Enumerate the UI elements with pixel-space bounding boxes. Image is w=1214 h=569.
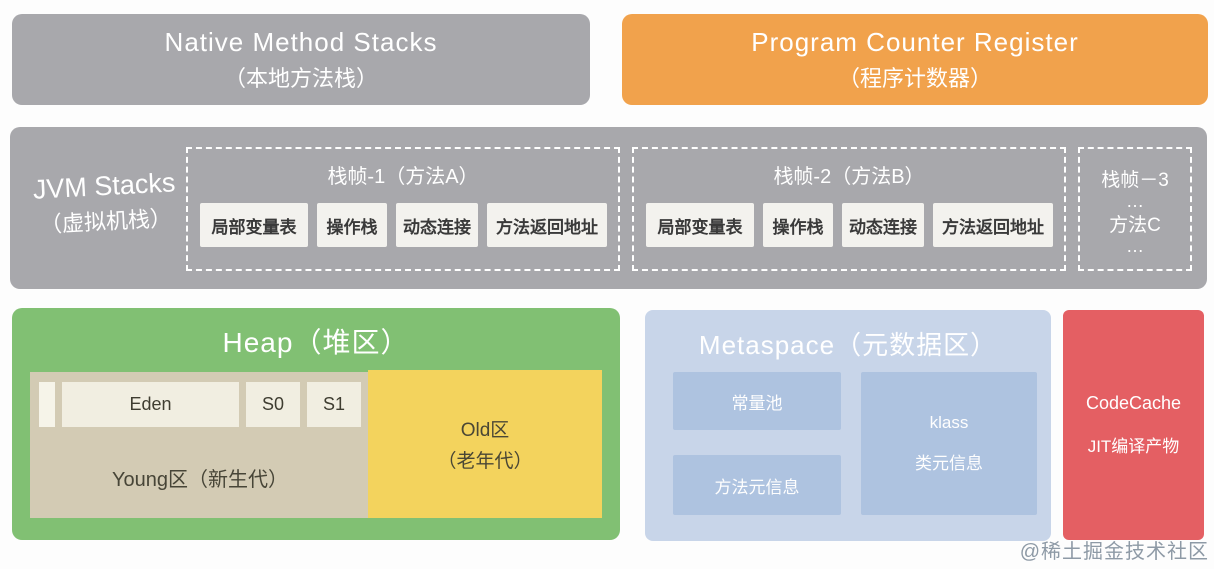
- eden-cell: Eden: [62, 382, 239, 427]
- stack-frame-1-title: 栈帧-1（方法A）: [327, 166, 479, 188]
- ellipsis: …: [1126, 191, 1144, 211]
- stack-frame-3: 栈帧－3 … 方法C …: [1078, 147, 1192, 271]
- slot-method-return-address: 方法返回地址: [933, 203, 1053, 247]
- slot-dynamic-linking: 动态连接: [842, 203, 924, 247]
- metaspace-box: Metaspace（元数据区） 常量池 方法元信息 klass 类元信息: [645, 310, 1051, 541]
- young-gen-box: Eden S0 S1 Young区（新生代）: [30, 372, 370, 518]
- stack-frame-1-slots: 局部变量表 操作栈 动态连接 方法返回地址: [200, 203, 607, 247]
- slot-operand-stack: 操作栈: [763, 203, 833, 247]
- slot-dynamic-linking: 动态连接: [396, 203, 478, 247]
- native-method-stacks-title: Native Method Stacks: [164, 26, 438, 57]
- s0-cell: S0: [246, 382, 300, 427]
- ellipsis: …: [1126, 236, 1144, 256]
- method-meta-box: 方法元信息: [673, 455, 841, 515]
- jvm-stacks-label: JVM Stacks （虚拟机栈）: [18, 167, 191, 241]
- slot-local-variable-table: 局部变量表: [200, 203, 308, 247]
- heap-box: Heap（堆区） Eden S0 S1 Young区（新生代） Old区 （老年…: [12, 308, 620, 540]
- old-gen-box: Old区 （老年代）: [368, 370, 602, 518]
- old-gen-title: Old区: [460, 420, 510, 441]
- codecache-subtitle: JIT编译产物: [1087, 437, 1180, 456]
- old-gen-subtitle: （老年代）: [437, 451, 533, 472]
- program-counter-register-subtitle: （程序计数器）: [837, 65, 992, 91]
- young-gen-row: Eden S0 S1: [30, 372, 370, 427]
- watermark: @稀土掘金技术社区: [1019, 541, 1209, 563]
- stack-frame-1: 栈帧-1（方法A） 局部变量表 操作栈 动态连接 方法返回地址: [186, 147, 620, 271]
- codecache-box: CodeCache JIT编译产物: [1063, 310, 1204, 540]
- native-method-stacks-subtitle: （本地方法栈）: [223, 65, 378, 91]
- program-counter-register-title: Program Counter Register: [751, 26, 1079, 57]
- program-counter-register-box: Program Counter Register （程序计数器）: [622, 14, 1208, 105]
- stack-frame-3-title: 栈帧－3: [1101, 170, 1169, 191]
- heap-title: Heap（堆区）: [222, 327, 410, 358]
- slot-operand-stack: 操作栈: [317, 203, 387, 247]
- stack-frame-3-method: 方法C: [1109, 215, 1161, 236]
- metaspace-title: Metaspace（元数据区）: [698, 330, 998, 360]
- klass-box: klass 类元信息: [861, 372, 1037, 515]
- stack-frame-2-slots: 局部变量表 操作栈 动态连接 方法返回地址: [646, 203, 1053, 247]
- klass-sublabel: 类元信息: [915, 454, 983, 473]
- stack-frame-2: 栈帧-2（方法B） 局部变量表 操作栈 动态连接 方法返回地址: [632, 147, 1066, 271]
- codecache-title: CodeCache: [1085, 393, 1182, 413]
- constant-pool-box: 常量池: [673, 372, 841, 430]
- stack-frame-2-title: 栈帧-2（方法B）: [773, 166, 925, 188]
- jvm-stacks-box: JVM Stacks （虚拟机栈） 栈帧-1（方法A） 局部变量表 操作栈 动态…: [10, 127, 1207, 289]
- young-edge-strip: [39, 382, 55, 427]
- young-gen-label: Young区（新生代）: [112, 469, 288, 491]
- slot-local-variable-table: 局部变量表: [646, 203, 754, 247]
- klass-label: klass: [929, 413, 969, 432]
- jvm-stacks-subtitle: （虚拟机栈）: [39, 205, 173, 238]
- native-method-stacks-box: Native Method Stacks （本地方法栈）: [12, 14, 590, 105]
- s1-cell: S1: [307, 382, 361, 427]
- slot-method-return-address: 方法返回地址: [487, 203, 607, 247]
